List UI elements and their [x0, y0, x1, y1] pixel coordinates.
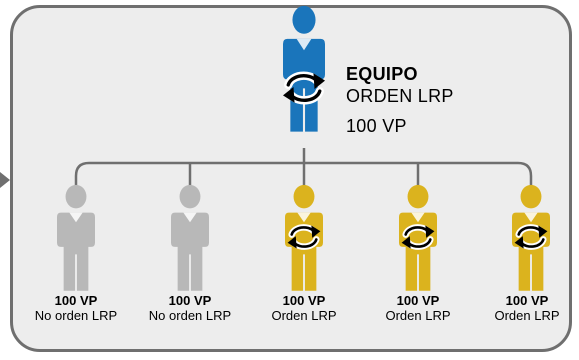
- member-1-caption: 100 VP No orden LRP: [26, 293, 126, 324]
- member-3-caption: 100 VP Orden LRP: [254, 293, 354, 324]
- leader-subtitle: ORDEN LRP: [346, 86, 454, 106]
- member-3-status: Orden LRP: [271, 308, 337, 323]
- member-2-caption: 100 VP No orden LRP: [140, 293, 240, 324]
- member-4-vp: 100 VP: [396, 293, 440, 308]
- leader-vp: 100 VP: [346, 116, 407, 136]
- member-2-person-icon: [171, 184, 209, 291]
- incoming-arrow-icon: [0, 172, 10, 188]
- member-4-caption: 100 VP Orden LRP: [368, 293, 468, 324]
- member-2-status: No orden LRP: [148, 308, 232, 323]
- leader-person-icon: [283, 5, 325, 132]
- member-3-vp: 100 VP: [282, 293, 326, 308]
- leader-title: EQUIPO: [346, 64, 418, 84]
- member-4-status: Orden LRP: [385, 308, 451, 323]
- member-5-caption: 100 VP Orden LRP: [477, 293, 577, 324]
- member-1-status: No orden LRP: [34, 308, 118, 323]
- member-1-person-icon: [57, 184, 95, 291]
- member-2-vp: 100 VP: [168, 293, 212, 308]
- member-1-vp: 100 VP: [54, 293, 98, 308]
- member-5-vp: 100 VP: [505, 293, 549, 308]
- member-5-status: Orden LRP: [494, 308, 560, 323]
